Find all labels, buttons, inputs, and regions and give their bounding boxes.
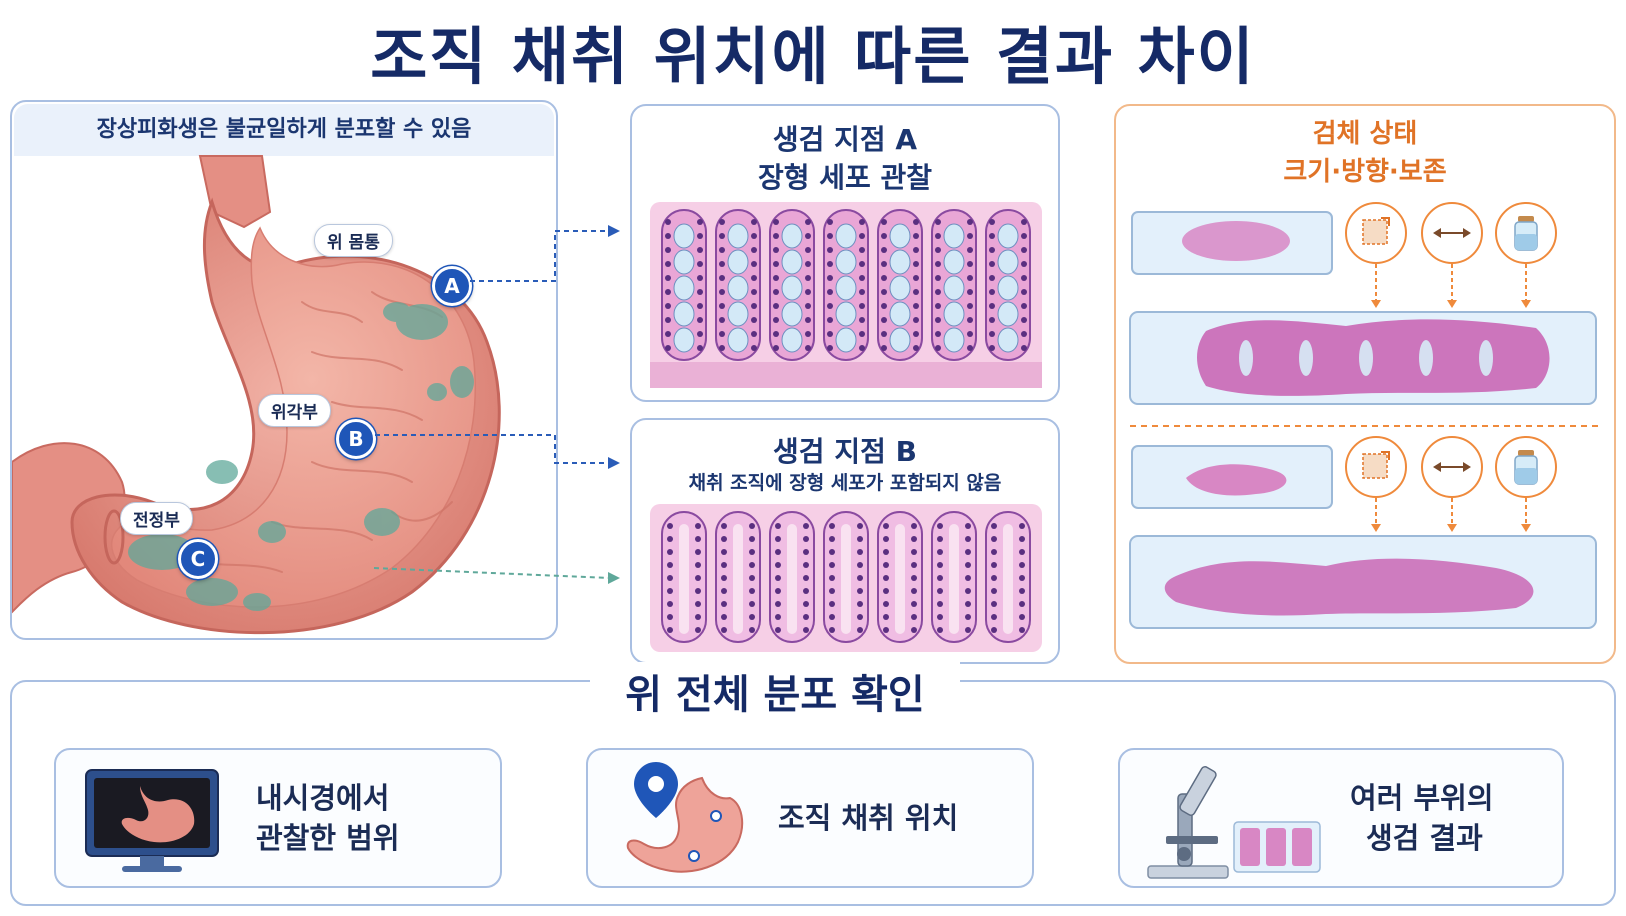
distribution-note: 장상피화생은 불균일하게 분포할 수 있음 [14,104,554,156]
multi-site-biopsy-card: 여러 부위의 생검 결과 [1118,748,1564,888]
biopsy-marker-b: B [336,419,376,459]
intestinal-metaplasia-tissue-image [650,202,1042,388]
endoscopy-range-line1: 내시경에서 [256,781,390,815]
biopsy-b-title: 생검 지점 B [773,435,917,468]
stomach-panel: 장상피화생은 불균일하게 분포할 수 있음 [10,100,558,640]
biopsy-a-subtitle: 장형 세포 관찰 [757,161,933,194]
specimen-subtitle: 크기·방향·보존 [1283,157,1447,187]
size-icon [1345,436,1407,498]
preservation-icon [1495,436,1557,498]
antrum-label: 전정부 [120,502,193,535]
specimen-comparison-graphic [1129,211,1600,629]
endoscopy-range-card: 내시경에서 관찰한 범위 [54,748,502,888]
page-title: 조직 채취 위치에 따른 결과 차이 [370,20,1256,93]
biopsy-marker-c: C [178,539,218,579]
biopsy-a-panel: 생검 지점 A 장형 세포 관찰 [630,104,1060,402]
orientation-icon [1421,436,1483,498]
microscope-icon [1147,766,1321,879]
endoscope-monitor-icon [85,769,219,872]
stomach-illustration [12,155,501,635]
preservation-icon [1495,202,1557,264]
multi-site-biopsy-line2: 생검 결과 [1366,821,1483,855]
biopsy-location-line1: 조직 채취 위치 [778,801,959,835]
specimen-title: 검체 상태 [1312,119,1418,149]
biopsy-b-panel: 생검 지점 B 채취 조직에 장형 세포가 포함되지 않음 [630,418,1060,664]
specimen-panel: 검체 상태 크기·방향·보존 [1114,104,1616,664]
biopsy-a-title: 생검 지점 A [772,123,918,156]
biopsy-marker-a: A [432,266,472,306]
gastric-angle-label: 위각부 [258,394,331,427]
biopsy-location-card: 조직 채취 위치 [586,748,1034,888]
biopsy-b-subtitle: 채취 조직에 장형 세포가 포함되지 않음 [688,472,1002,494]
stomach-location-pin-icon [626,762,744,873]
multi-site-biopsy-line1: 여러 부위의 [1350,781,1494,815]
orientation-icon [1421,202,1483,264]
normal-gastric-tissue-image [650,504,1042,652]
stomach-body-label: 위 몸통 [314,224,393,257]
endoscopy-range-line2: 관찰한 범위 [256,821,400,855]
size-icon [1345,202,1407,264]
overall-distribution-title: 위 전체 분포 확인 [590,662,960,720]
